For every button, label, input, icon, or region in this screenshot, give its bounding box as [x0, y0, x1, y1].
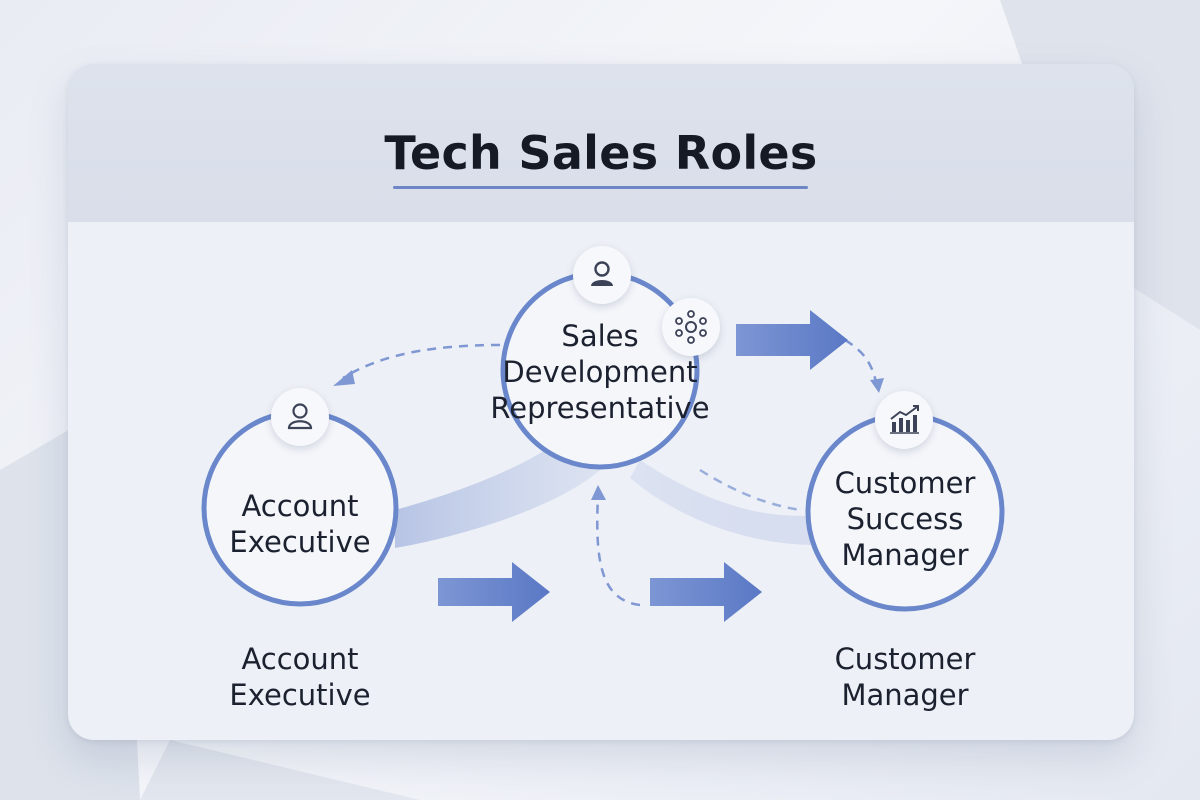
- block-arrow-bottom-left: [438, 562, 550, 622]
- user-icon: [591, 261, 613, 286]
- caption-right: Customer Manager: [795, 641, 1015, 713]
- dashed-arrow-sdr-to-ae: [342, 343, 501, 380]
- connector-band-left: [395, 440, 600, 548]
- sdr-user-icon-badge: [573, 246, 631, 304]
- ae-label-line-2: Executive: [229, 525, 371, 559]
- dashed-arrowhead-csm: [870, 378, 884, 393]
- ae-node-label: Account Executive: [200, 488, 400, 560]
- block-arrow-bottom-right: [650, 562, 762, 622]
- sdr-label-line-2: Development: [502, 355, 698, 389]
- caption-left: Account Executive: [190, 641, 410, 713]
- user-icon: [287, 403, 313, 430]
- dashed-arrow-loop-up: [596, 494, 641, 607]
- dashed-arrow-to-csm: [844, 338, 878, 383]
- sdr-label-line-3: Representative: [490, 391, 710, 425]
- growth-chart-icon: [890, 405, 919, 434]
- connector-band-right: [630, 460, 815, 545]
- caption-left-line-2: Executive: [229, 678, 371, 712]
- dashed-arrowhead-up: [591, 485, 606, 500]
- ae-user-icon-badge: [271, 388, 329, 446]
- ae-label-line-1: Account: [241, 489, 359, 523]
- title-underline: [393, 186, 808, 189]
- team-network-icon: [675, 310, 707, 344]
- page-title: Tech Sales Roles: [384, 126, 818, 180]
- caption-right-line-1: Customer: [834, 642, 976, 676]
- csm-node-label: Customer Success Manager: [800, 465, 1010, 573]
- dashed-arrowhead-ae: [333, 370, 355, 386]
- caption-right-line-2: Manager: [841, 678, 969, 712]
- csm-label-line-2: Success: [846, 502, 964, 536]
- csm-label-line-3: Manager: [841, 538, 969, 572]
- sdr-node-label: Sales Development Representative: [470, 318, 730, 426]
- dashed-arrow-csm-band: [699, 468, 801, 512]
- card-header: [68, 64, 1134, 222]
- caption-left-line-1: Account: [241, 642, 359, 676]
- block-arrow-top: [736, 310, 848, 370]
- sdr-label-line-1: Sales: [561, 319, 639, 353]
- sdr-team-icon-badge: [662, 298, 720, 356]
- csm-label-line-1: Customer: [834, 466, 976, 500]
- csm-chart-icon-badge: [875, 391, 933, 449]
